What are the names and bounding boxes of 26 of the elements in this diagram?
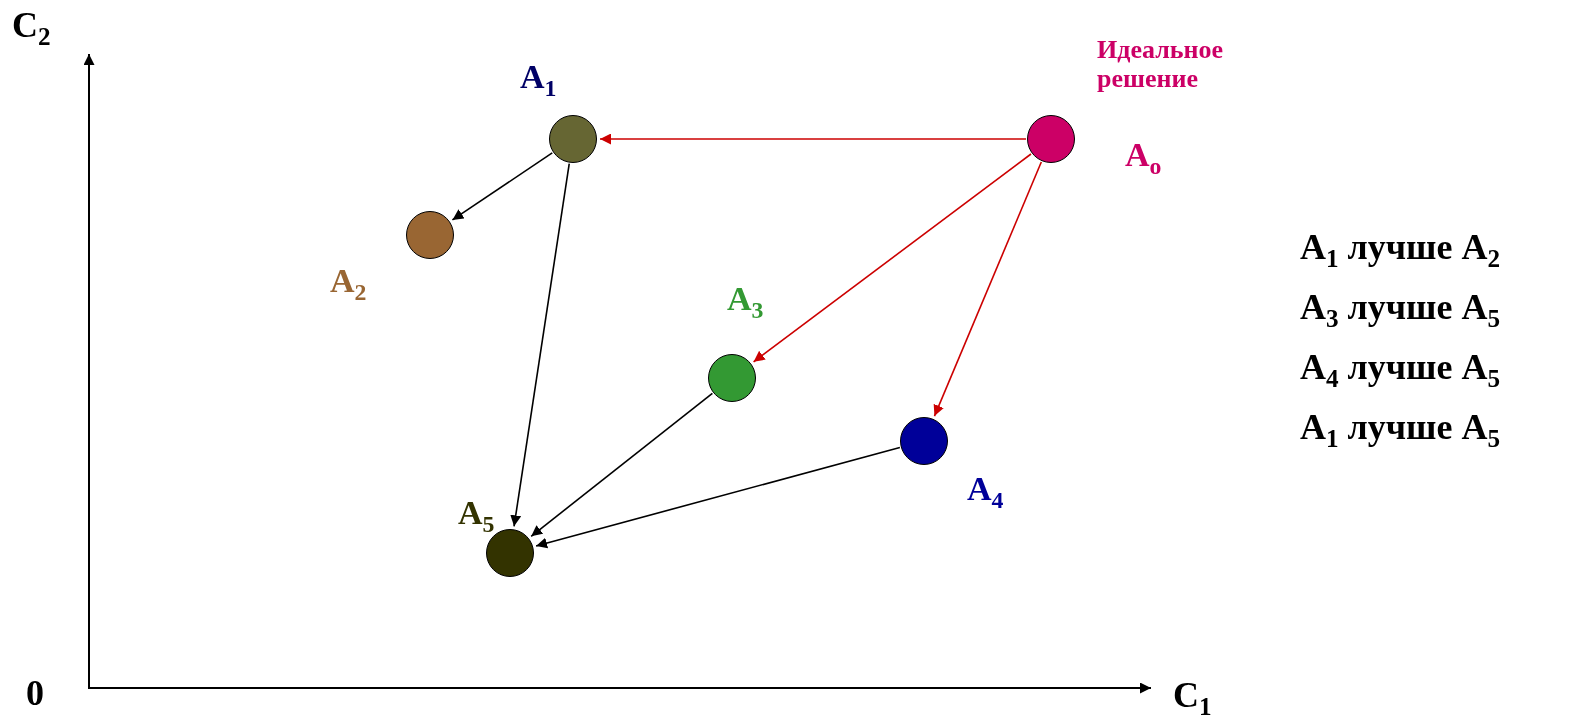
comparison-text: A$_{1}$ лучше A$_{2}$ [1300, 228, 1501, 273]
point-label: A$_{4}$ [967, 470, 1004, 513]
point-circle [708, 354, 756, 402]
arrow [535, 446, 901, 549]
point-label: A$_{5}$ [458, 494, 495, 537]
point-label: Идеальное решение [1097, 36, 1224, 94]
point-circle [1027, 115, 1075, 163]
comparison-text: A$_{4}$ лучше A$_{5}$ [1300, 348, 1501, 393]
point-label: A$_{2}$ [330, 262, 367, 305]
point-label: A$_{1}$ [520, 58, 557, 101]
point-circle [549, 115, 597, 163]
arrow [933, 161, 1043, 417]
point-label: A$_{3}$ [727, 280, 764, 323]
point-label: A$_{o}$ [1125, 136, 1162, 179]
axis-label: 0 [26, 674, 44, 714]
comparison-text: A$_{1}$ лучше A$_{5}$ [1300, 408, 1501, 453]
arrow [530, 392, 714, 538]
axis-label: C$_{1}$ [1173, 676, 1212, 721]
axis-label: C$_{2}$ [12, 6, 51, 51]
arrow [599, 133, 1027, 145]
point-circle [406, 211, 454, 259]
arrow [451, 152, 554, 221]
comparison-text: A$_{3}$ лучше A$_{5}$ [1300, 288, 1501, 333]
arrow [510, 162, 571, 528]
point-circle [900, 417, 948, 465]
arrow [752, 153, 1032, 363]
